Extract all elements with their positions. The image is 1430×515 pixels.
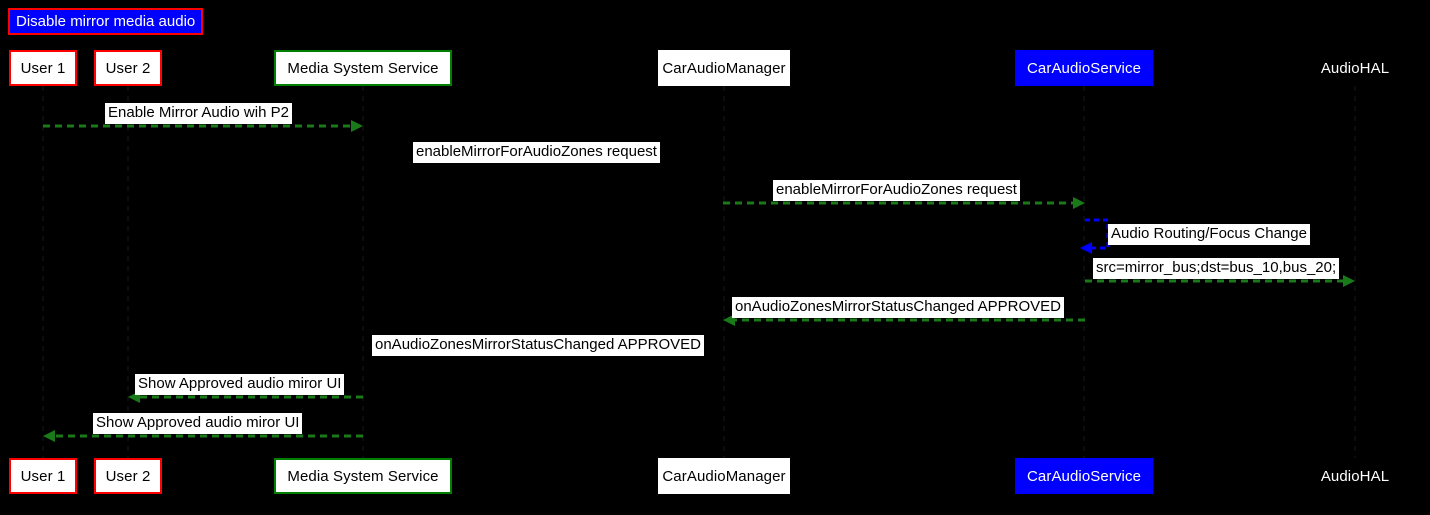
message-arrowhead-m4: [1080, 242, 1092, 254]
participant-top-caraudioservice[interactable]: CarAudioService: [1015, 50, 1153, 86]
participant-bottom-user2[interactable]: User 2: [94, 458, 162, 494]
message-label-m4: Audio Routing/Focus Change: [1108, 224, 1310, 245]
participant-top-mediasystemservice[interactable]: Media System Service: [274, 50, 452, 86]
participant-bottom-user1[interactable]: User 1: [9, 458, 77, 494]
participant-label: Media System Service: [287, 59, 439, 77]
participant-bottom-audiohal[interactable]: AudioHAL: [1307, 458, 1403, 494]
message-label-m3: enableMirrorForAudioZones request: [773, 180, 1020, 201]
participant-label: User 1: [20, 467, 66, 485]
participant-label: CarAudioManager: [662, 467, 786, 485]
participant-top-user1[interactable]: User 1: [9, 50, 77, 86]
message-label-m7: onAudioZonesMirrorStatusChanged APPROVED: [372, 335, 705, 356]
participant-label: AudioHAL: [1320, 59, 1390, 77]
participant-label: Media System Service: [287, 467, 439, 485]
message-label-m6: onAudioZonesMirrorStatusChanged APPROVED: [732, 297, 1065, 318]
participant-label: User 2: [105, 467, 151, 485]
message-label-m8: Show Approved audio miror UI: [135, 374, 345, 395]
participant-top-user2[interactable]: User 2: [94, 50, 162, 86]
message-arrowhead-m3: [1073, 197, 1085, 209]
message-arrowhead-m5: [1343, 275, 1355, 287]
participant-label: CarAudioManager: [662, 59, 786, 77]
participant-label: User 2: [105, 59, 151, 77]
participant-top-caraudiomanager[interactable]: CarAudioManager: [658, 50, 790, 86]
participant-bottom-mediasystemservice[interactable]: Media System Service: [274, 458, 452, 494]
diagram-title-box: Disable mirror media audio: [8, 8, 204, 35]
participant-top-audiohal[interactable]: AudioHAL: [1307, 50, 1403, 86]
participant-label: CarAudioService: [1026, 59, 1142, 77]
participant-bottom-caraudiomanager[interactable]: CarAudioManager: [658, 458, 790, 494]
participant-label: AudioHAL: [1320, 467, 1390, 485]
message-label-m5: src=mirror_bus;dst=bus_10,bus_20;: [1093, 258, 1340, 279]
message-arrowhead-m9: [43, 430, 55, 442]
message-arrowhead-m1: [351, 120, 363, 132]
message-label-m2: enableMirrorForAudioZones request: [413, 142, 660, 163]
message-label-m9: Show Approved audio miror UI: [93, 413, 303, 434]
participant-bottom-caraudioservice[interactable]: CarAudioService: [1015, 458, 1153, 494]
participant-label: CarAudioService: [1026, 467, 1142, 485]
message-line-m4: [1085, 218, 1110, 250]
message-label-m1: Enable Mirror Audio wih P2: [105, 103, 292, 124]
diagram-title-text: Disable mirror media audio: [16, 13, 196, 30]
participant-label: User 1: [20, 59, 66, 77]
